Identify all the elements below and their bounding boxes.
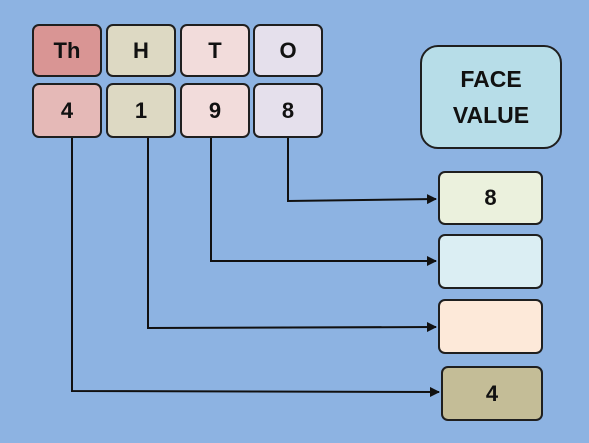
digit-hundreds: 1	[106, 83, 176, 138]
face-value-title-line1: FACE	[460, 66, 522, 92]
answer-box-ones[interactable]: 8	[438, 171, 543, 225]
place-header-hundreds: H	[106, 24, 176, 77]
digit-thousands: 4	[32, 83, 102, 138]
answer-box-hundreds[interactable]	[438, 299, 543, 354]
place-header-thousands: Th	[32, 24, 102, 77]
arrow-tens-to-answer	[210, 138, 437, 266]
face-value-title: FACE VALUE	[420, 45, 562, 149]
face-value-title-line2: VALUE	[452, 102, 530, 128]
digit-tens: 9	[180, 83, 250, 138]
arrow-ones-to-answer	[287, 138, 437, 205]
arrow-hundreds-to-answer	[147, 138, 437, 333]
arrow-thousands-to-answer	[71, 138, 440, 397]
digit-ones: 8	[253, 83, 323, 138]
answer-box-tens[interactable]	[438, 234, 543, 289]
place-header-ones: O	[253, 24, 323, 77]
answer-box-thousands[interactable]: 4	[441, 366, 543, 421]
place-header-tens: T	[180, 24, 250, 77]
